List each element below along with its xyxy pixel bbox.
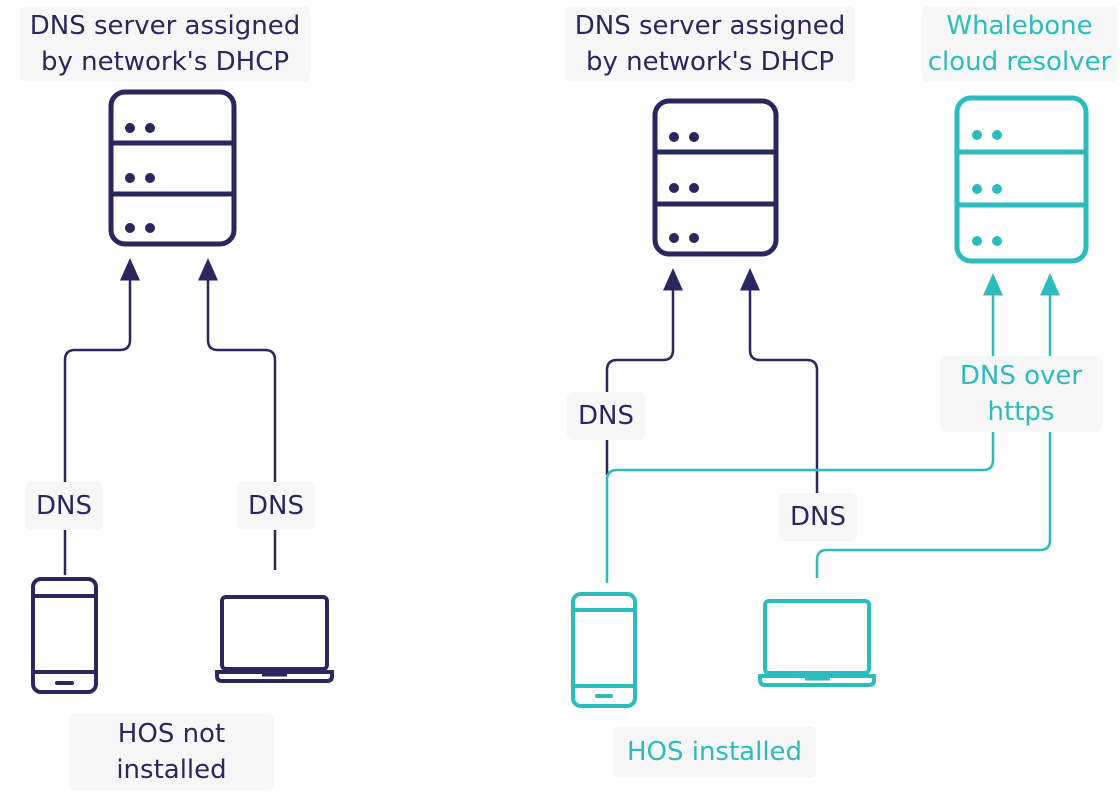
cloud-resolver-label: Whalebone cloud resolver [922, 6, 1117, 82]
phone-to-server-line [605, 268, 683, 475]
right-laptop-dns-label: DNS [779, 493, 857, 541]
right-caption: HOS installed [613, 726, 816, 778]
server-icon [652, 98, 779, 257]
smartphone-icon [31, 577, 98, 694]
right-server-label: DNS server assigned by network's DHCP [565, 6, 855, 82]
phone-to-server-line [63, 258, 140, 575]
left-caption: HOS not installed [69, 714, 274, 790]
laptop-to-server-line [198, 258, 277, 570]
laptop-icon [758, 599, 876, 687]
server-icon [108, 89, 237, 247]
right-phone-dns-label: DNS [567, 392, 645, 440]
smartphone-icon [571, 592, 637, 708]
left-server-label: DNS server assigned by network's DHCP [20, 6, 310, 82]
laptop-to-server-line [740, 268, 819, 500]
laptop-icon [215, 595, 334, 683]
phone-to-cloud-line [605, 273, 1003, 583]
left-phone-dns-label: DNS [25, 482, 103, 530]
dns-over-https-label: DNS over https [940, 356, 1102, 432]
laptop-to-cloud-line [815, 273, 1060, 578]
cloud-server-icon [954, 95, 1089, 264]
left-laptop-dns-label: DNS [237, 482, 315, 530]
